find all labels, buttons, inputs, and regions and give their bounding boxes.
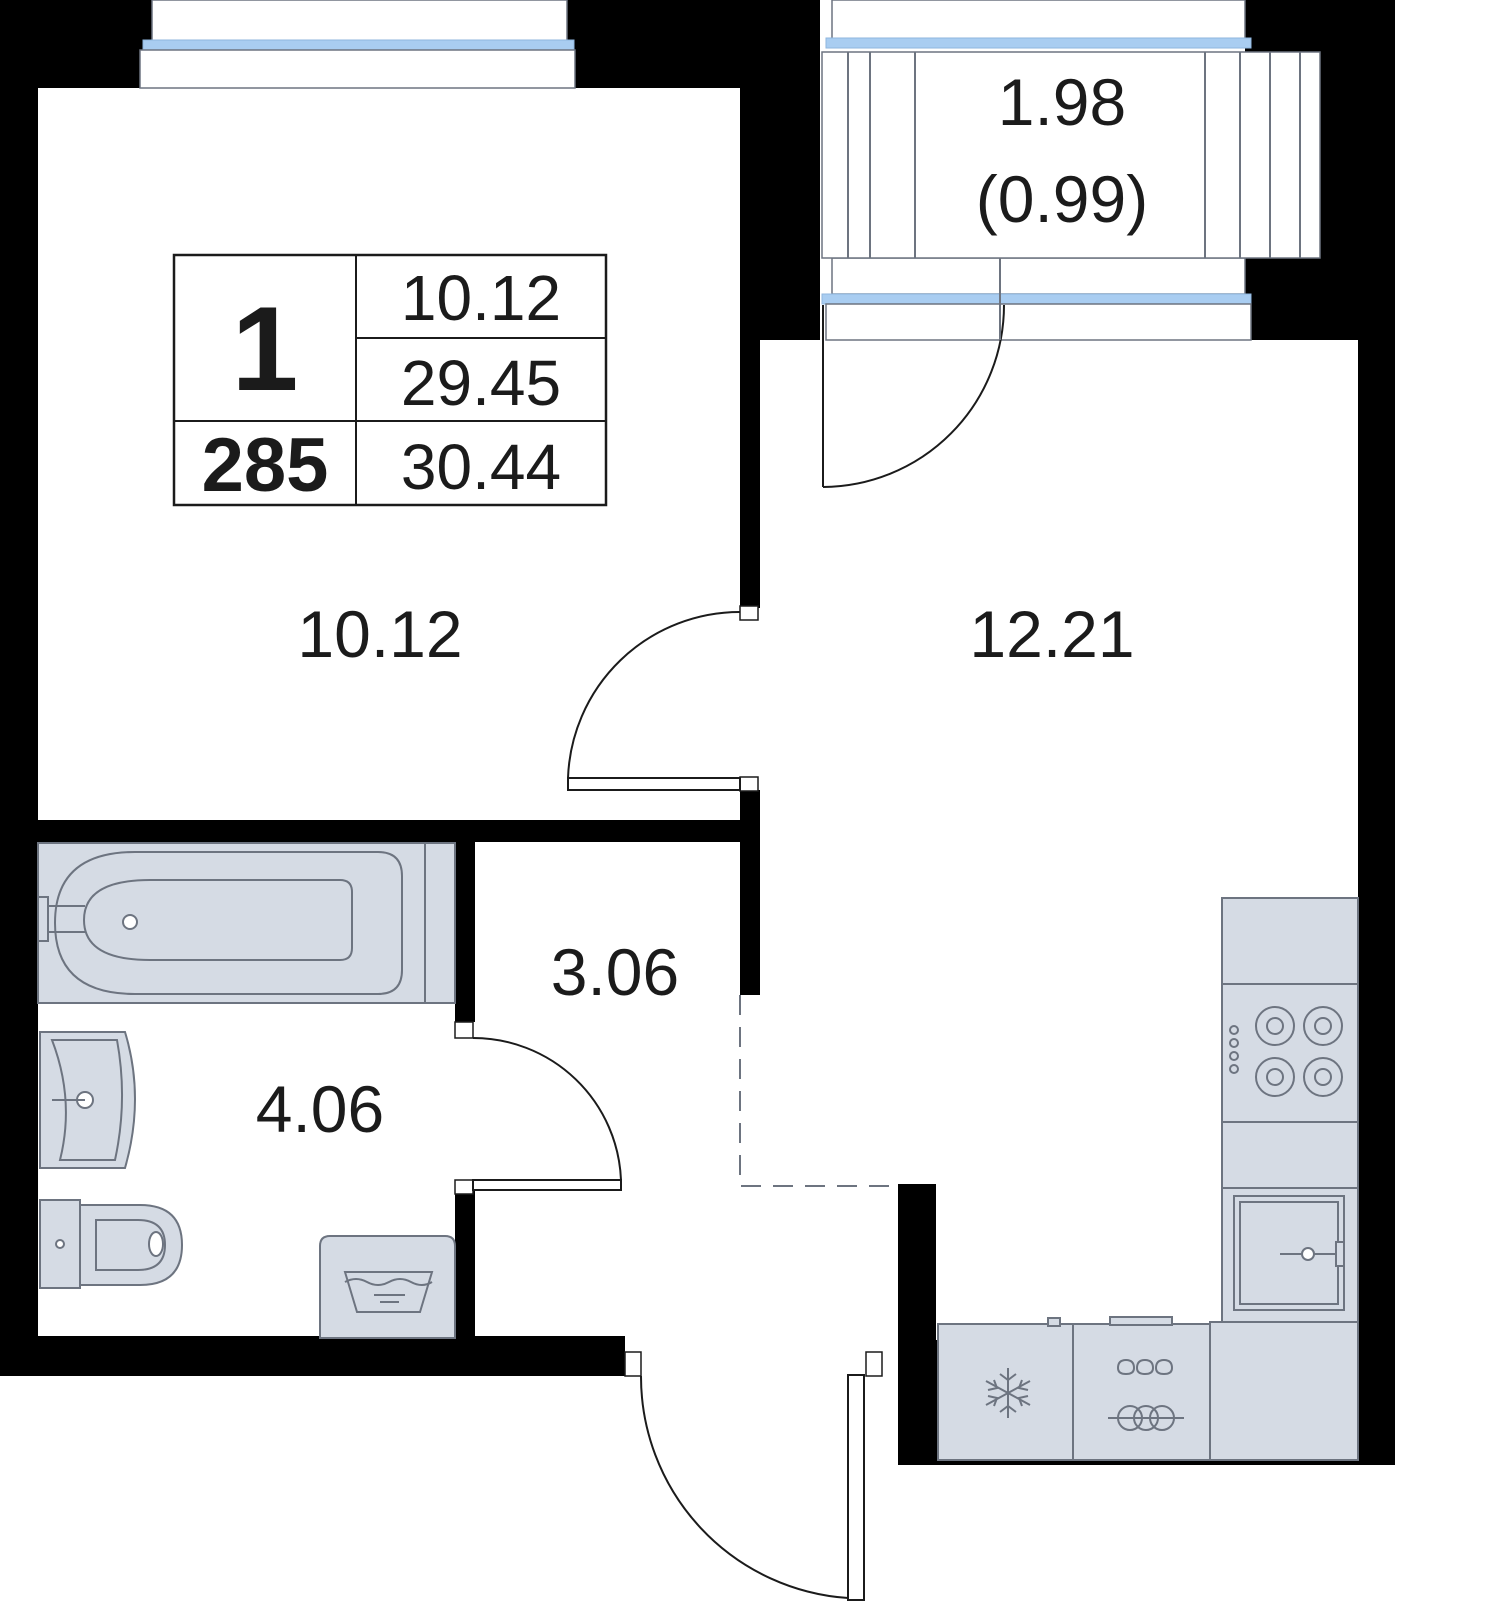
rooms-count: 1: [232, 282, 299, 416]
kitchen-corridor-floor: [740, 995, 898, 1336]
stove-icon: [1221, 983, 1359, 1123]
balcony-area-label: 1.98: [998, 65, 1126, 139]
balcony-door: [822, 258, 1005, 488]
kitchen-area-label: 12.21: [969, 597, 1134, 671]
dishwasher-icon: [1072, 1316, 1211, 1461]
kitchen-counter-top-icon: [1221, 897, 1359, 985]
summary-box: 1 285 10.12 29.45 30.44: [172, 253, 608, 508]
bathroom-area-label: 4.06: [256, 1072, 384, 1146]
hallway-area-label: 3.06: [551, 935, 679, 1009]
sink-icon: [39, 1031, 136, 1169]
bathtub-icon: [37, 842, 456, 1004]
wall-left: [0, 0, 38, 1375]
bedroom-area-label: 10.12: [297, 597, 462, 671]
washing-machine-icon: [319, 1235, 456, 1339]
bedroom-window: [139, 0, 576, 89]
wall-kitchen-stub-redraw: [898, 1184, 936, 1344]
bedroom-door: [567, 605, 759, 792]
balcony: [821, 51, 1321, 259]
living-area-value: 10.12: [401, 262, 561, 334]
balcony-window-top: [825, 0, 1252, 49]
balcony-reduced-area-label: (0.99): [976, 162, 1148, 236]
wall-bedroom-bottom-redraw: [38, 820, 760, 842]
wall-balcony-left-redraw: [740, 0, 820, 340]
kitchen-corner-cabinet-icon: [1209, 1321, 1359, 1461]
total-area-value: 29.45: [401, 347, 561, 419]
kitchen-niche-dashed: [739, 995, 898, 1187]
kitchen-counter-middle-icon: [1221, 1121, 1359, 1189]
wall-partition-upper-redraw: [740, 340, 760, 608]
entry-door: [624, 1351, 883, 1601]
wall-bottom-left-redraw: [0, 1336, 625, 1376]
toilet-icon: [39, 1199, 184, 1289]
total-area-with-balcony-value: 30.44: [401, 431, 561, 503]
apartment-number: 285: [202, 423, 329, 508]
fridge-icon: [937, 1317, 1074, 1461]
wall-bath-right-upper-redraw: [455, 842, 475, 1022]
balcony-window-bottom: [821, 257, 1252, 341]
kitchen-sink-icon: [1221, 1187, 1359, 1325]
wall-right-redraw: [1358, 0, 1395, 1465]
bathroom-door: [454, 1021, 622, 1195]
wall-bath-right-lower-redraw: [455, 1183, 475, 1336]
snowflake-icon: [985, 1368, 1031, 1418]
